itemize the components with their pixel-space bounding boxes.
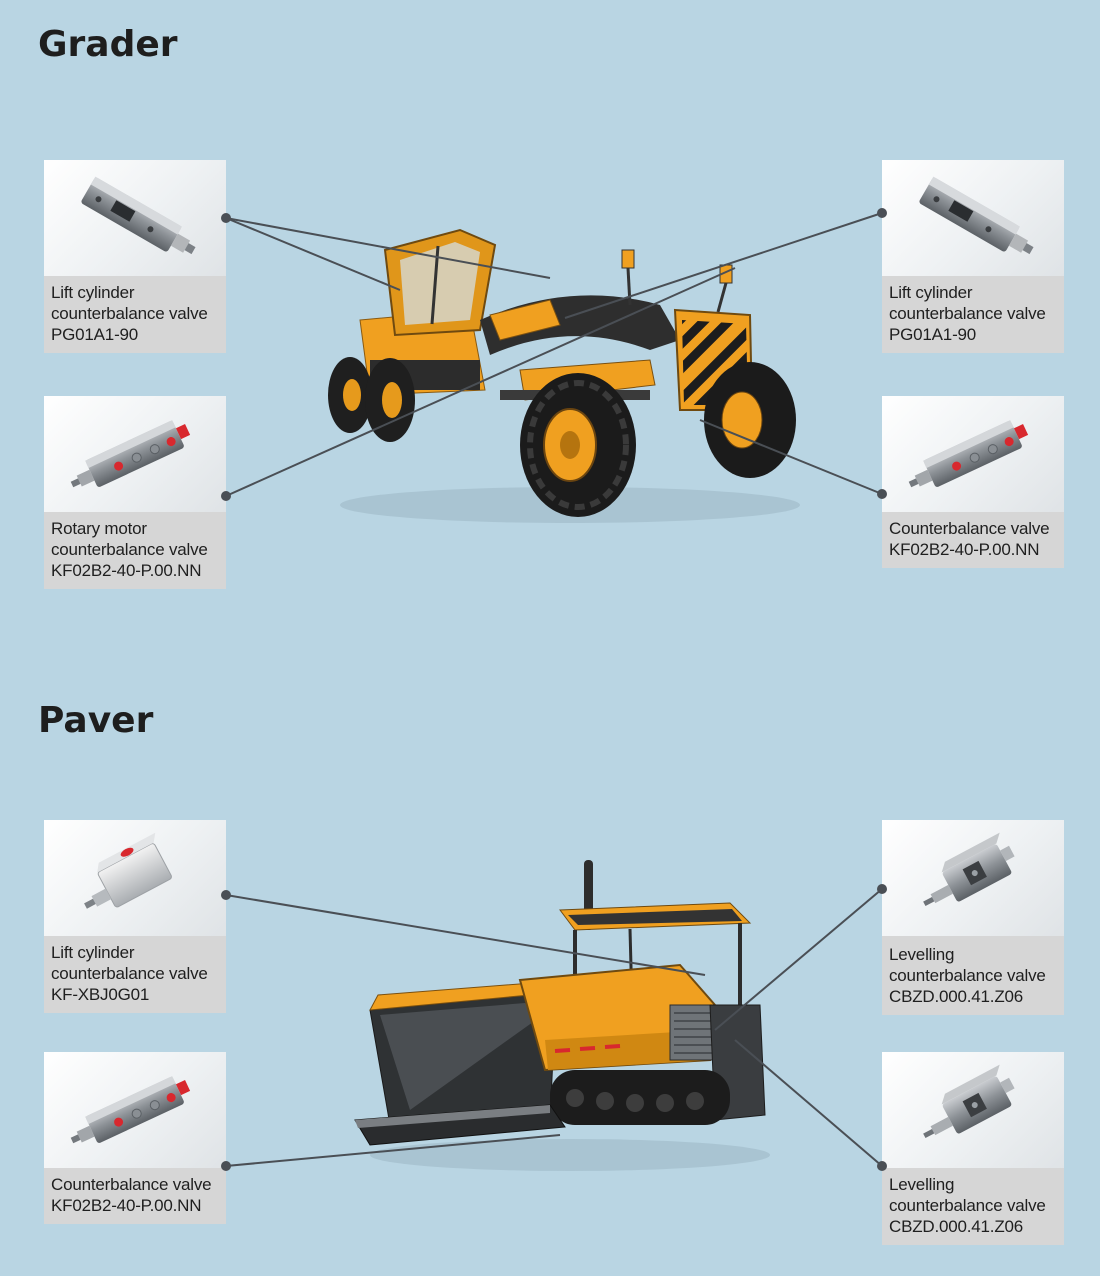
valve-block-icon [44, 160, 226, 276]
valve-block-icon [44, 396, 226, 512]
card-line: Lift cylinder [51, 943, 135, 962]
card-line: Levelling [889, 945, 955, 964]
card-line: counterbalance valve [889, 304, 1046, 323]
card-line: counterbalance valve [889, 1196, 1046, 1215]
card-model: CBZD.000.41.Z06 [889, 1217, 1024, 1236]
card-model: KF-XBJ0G01 [51, 985, 150, 1004]
card-line: counterbalance valve [51, 304, 208, 323]
grader-title: Grader [38, 24, 178, 65]
card-model: KF02B2-40-P.00.NN [51, 1196, 202, 1215]
grader-card-lift-cylinder-left[interactable]: Lift cylinder counterbalance valve PG01A… [44, 160, 226, 353]
card-model: PG01A1-90 [51, 325, 139, 344]
grader-card-lift-cylinder-right[interactable]: Lift cylinder counterbalance valve PG01A… [882, 160, 1064, 353]
paver-title: Paver [38, 700, 154, 741]
valve-block-icon [882, 820, 1064, 936]
card-line: Lift cylinder [51, 283, 135, 302]
card-model: PG01A1-90 [889, 325, 977, 344]
card-line: counterbalance valve [889, 966, 1046, 985]
card-model: CBZD.000.41.Z06 [889, 987, 1024, 1006]
valve-block-icon [882, 396, 1064, 512]
card-line: Lift cylinder [889, 283, 973, 302]
card-line: counterbalance valve [51, 964, 208, 983]
grader-card-rotary-motor[interactable]: Rotary motor counterbalance valve KF02B2… [44, 396, 226, 589]
card-line: Rotary motor [51, 519, 147, 538]
card-model: KF02B2-40-P.00.NN [889, 540, 1040, 559]
paver-card-levelling-bottom[interactable]: Levelling counterbalance valve CBZD.000.… [882, 1052, 1064, 1245]
card-line: Counterbalance valve [51, 1175, 212, 1194]
valve-block-icon [44, 1052, 226, 1168]
card-line: Counterbalance valve [889, 519, 1050, 538]
card-line: counterbalance valve [51, 540, 208, 559]
card-model: KF02B2-40-P.00.NN [51, 561, 202, 580]
card-line: Levelling [889, 1175, 955, 1194]
valve-block-icon [44, 820, 226, 936]
grader-card-counterbalance[interactable]: Counterbalance valve KF02B2-40-P.00.NN [882, 396, 1064, 568]
paver-card-levelling-top[interactable]: Levelling counterbalance valve CBZD.000.… [882, 820, 1064, 1015]
asphalt-paver-image [354, 860, 770, 1171]
paver-card-counterbalance[interactable]: Counterbalance valve KF02B2-40-P.00.NN [44, 1052, 226, 1224]
valve-block-icon [882, 160, 1064, 276]
valve-block-icon [882, 1052, 1064, 1168]
paver-card-lift-cylinder[interactable]: Lift cylinder counterbalance valve KF-XB… [44, 820, 226, 1013]
motor-grader-image [328, 228, 800, 523]
